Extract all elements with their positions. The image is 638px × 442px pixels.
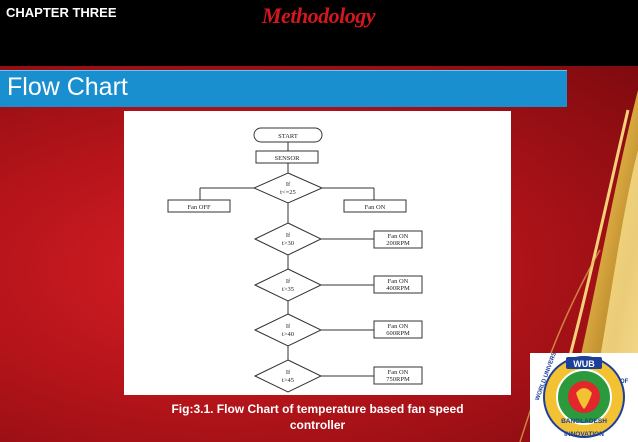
section-title: Flow Chart bbox=[7, 73, 128, 101]
output-box-3 bbox=[373, 320, 423, 339]
decision-5-bottom: t>45 bbox=[282, 377, 294, 384]
output-box-1 bbox=[373, 230, 423, 249]
decision-1-top: If bbox=[286, 181, 291, 188]
output-2-line1: Fan ON bbox=[388, 278, 409, 285]
decision-5-top: If bbox=[286, 369, 291, 376]
university-logo: WUB WORLD UNIVERSITY OF BANGLADESH INNOV… bbox=[530, 353, 638, 442]
logo-top-text: WUB bbox=[573, 359, 595, 369]
decision-5 bbox=[253, 359, 323, 393]
section-banner: Flow Chart bbox=[0, 70, 567, 107]
flowchart-figure: START SENSOR If t<=25 Fan OFF Fan ON If … bbox=[124, 111, 511, 395]
decision-2-top: If bbox=[286, 232, 291, 239]
decision-2-bottom: t>30 bbox=[282, 240, 294, 247]
fan-off-box bbox=[167, 199, 231, 213]
sensor-box bbox=[255, 150, 319, 164]
start-label: START bbox=[278, 133, 298, 140]
logo-country: BANGLADESH bbox=[561, 418, 607, 425]
output-2-line2: 400RPM bbox=[386, 285, 410, 292]
output-3-line2: 600RPM bbox=[386, 330, 410, 337]
decision-4-bottom: t>40 bbox=[282, 331, 294, 338]
decision-3 bbox=[253, 268, 323, 302]
logo-ring-right: OF bbox=[620, 379, 629, 385]
output-4-line2: 750RPM bbox=[386, 376, 410, 383]
decision-3-top: If bbox=[286, 278, 291, 285]
output-4-line1: Fan ON bbox=[388, 369, 409, 376]
output-box-4 bbox=[373, 366, 423, 385]
output-1-line2: 200RPM bbox=[386, 240, 410, 247]
decision-4-top: If bbox=[286, 323, 291, 330]
top-bar: CHAPTER THREE Methodology bbox=[0, 0, 638, 66]
fan-off-label: Fan OFF bbox=[187, 204, 211, 211]
decision-3-bottom: t>35 bbox=[282, 286, 294, 293]
decision-2 bbox=[253, 222, 323, 256]
logo-bottom-text: INNOVATION bbox=[564, 431, 604, 438]
caption-line-2: controller bbox=[289, 418, 346, 432]
decision-1 bbox=[252, 172, 324, 204]
caption-line-1: Fig:3.1. Flow Chart of temperature based… bbox=[171, 402, 464, 416]
sensor-label: SENSOR bbox=[275, 155, 301, 162]
output-3-line1: Fan ON bbox=[388, 323, 409, 330]
page-title: Methodology bbox=[262, 3, 376, 28]
decision-1-bottom: t<=25 bbox=[280, 189, 296, 196]
decision-4 bbox=[253, 313, 323, 347]
fan-on-label: Fan ON bbox=[365, 204, 386, 211]
chapter-label: CHAPTER THREE bbox=[6, 5, 117, 20]
fan-on-box bbox=[343, 199, 407, 213]
figure-caption: Fig:3.1. Flow Chart of temperature based… bbox=[140, 401, 495, 433]
output-box-2 bbox=[373, 275, 423, 294]
output-1-line1: Fan ON bbox=[388, 233, 409, 240]
flowchart-diagram: START SENSOR If t<=25 Fan OFF Fan ON If … bbox=[167, 127, 423, 393]
